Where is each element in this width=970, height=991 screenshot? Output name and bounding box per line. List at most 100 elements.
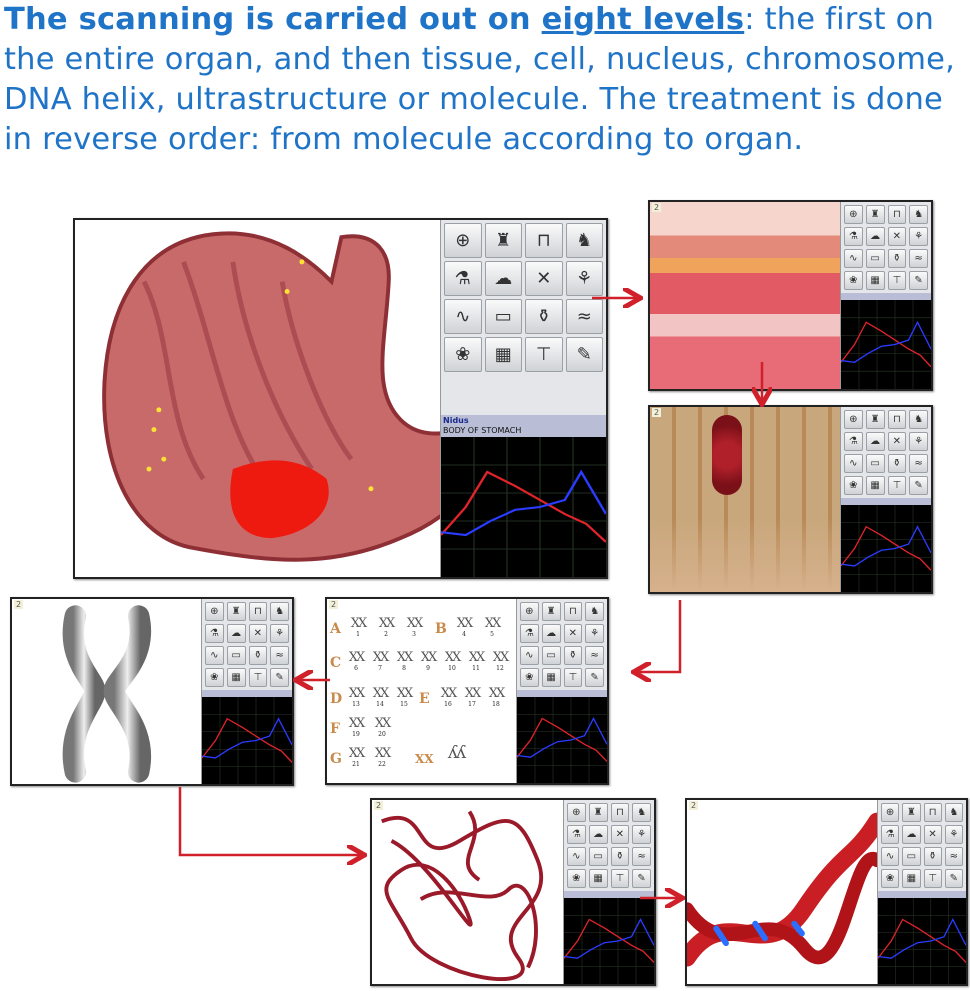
bottle-icon[interactable]: ⚱: [610, 847, 630, 866]
microscope-icon[interactable]: ⚗: [520, 624, 539, 643]
bottle-icon[interactable]: ⚱: [563, 646, 583, 665]
shirt-icon[interactable]: ♜: [902, 803, 921, 822]
pen-icon[interactable]: ✎: [632, 869, 651, 888]
pen-icon[interactable]: ✎: [565, 337, 603, 372]
cells-icon[interactable]: ⚘: [585, 624, 604, 643]
chart-icon[interactable]: ▦: [865, 271, 885, 290]
crosshair-icon[interactable]: ⊕: [205, 602, 224, 621]
magnet-icon[interactable]: ⊓: [887, 410, 907, 429]
bottle-icon[interactable]: ⚱: [887, 249, 907, 268]
tools-icon[interactable]: ⊤: [610, 869, 630, 888]
organ-icon[interactable]: ❀: [520, 668, 539, 687]
organ-icon[interactable]: ❀: [444, 337, 482, 372]
shirt-icon[interactable]: ♜: [865, 410, 885, 429]
wave-icon[interactable]: ≈: [632, 847, 651, 866]
tools-icon[interactable]: ⊤: [923, 869, 942, 888]
dna-icon[interactable]: ∿: [444, 299, 482, 334]
tray-icon[interactable]: ▭: [541, 646, 561, 665]
close-icon[interactable]: ✕: [887, 227, 907, 246]
crosshair-icon[interactable]: ⊕: [881, 803, 900, 822]
organ-icon[interactable]: ❀: [205, 668, 224, 687]
chart-icon[interactable]: ▦: [541, 668, 561, 687]
device-icon[interactable]: ♞: [585, 602, 604, 621]
cells-icon[interactable]: ⚘: [565, 261, 603, 296]
cells-icon[interactable]: ⚘: [909, 227, 928, 246]
pen-icon[interactable]: ✎: [944, 869, 963, 888]
device-icon[interactable]: ♞: [632, 803, 651, 822]
crosshair-icon[interactable]: ⊕: [844, 205, 863, 224]
magnet-icon[interactable]: ⊓: [923, 803, 942, 822]
pen-icon[interactable]: ✎: [270, 668, 289, 687]
tray-icon[interactable]: ▭: [865, 454, 885, 473]
close-icon[interactable]: ✕: [887, 432, 907, 451]
device-icon[interactable]: ♞: [909, 410, 928, 429]
device-icon[interactable]: ♞: [909, 205, 928, 224]
magnet-icon[interactable]: ⊓: [525, 223, 563, 258]
cells-icon[interactable]: ⚘: [944, 825, 963, 844]
scan-icon[interactable]: ☁: [226, 624, 246, 643]
bottle-icon[interactable]: ⚱: [525, 299, 563, 334]
crosshair-icon[interactable]: ⊕: [567, 803, 586, 822]
tray-icon[interactable]: ▭: [588, 847, 608, 866]
dna-icon[interactable]: ∿: [520, 646, 539, 665]
organ-icon[interactable]: ❀: [567, 869, 586, 888]
organ-icon[interactable]: ❀: [844, 271, 863, 290]
close-icon[interactable]: ✕: [563, 624, 583, 643]
microscope-icon[interactable]: ⚗: [844, 432, 863, 451]
dna-icon[interactable]: ∿: [844, 454, 863, 473]
scan-icon[interactable]: ☁: [865, 227, 885, 246]
cells-icon[interactable]: ⚘: [909, 432, 928, 451]
tray-icon[interactable]: ▭: [226, 646, 246, 665]
tools-icon[interactable]: ⊤: [248, 668, 268, 687]
magnet-icon[interactable]: ⊓: [563, 602, 583, 621]
dna-icon[interactable]: ∿: [205, 646, 224, 665]
device-icon[interactable]: ♞: [944, 803, 963, 822]
magnet-icon[interactable]: ⊓: [610, 803, 630, 822]
wave-icon[interactable]: ≈: [944, 847, 963, 866]
cells-icon[interactable]: ⚘: [632, 825, 651, 844]
tools-icon[interactable]: ⊤: [887, 271, 907, 290]
scan-icon[interactable]: ☁: [902, 825, 921, 844]
wave-icon[interactable]: ≈: [565, 299, 603, 334]
crosshair-icon[interactable]: ⊕: [444, 223, 482, 258]
microscope-icon[interactable]: ⚗: [881, 825, 900, 844]
wave-icon[interactable]: ≈: [909, 249, 928, 268]
tray-icon[interactable]: ▭: [484, 299, 522, 334]
close-icon[interactable]: ✕: [610, 825, 630, 844]
shirt-icon[interactable]: ♜: [865, 205, 885, 224]
shirt-icon[interactable]: ♜: [484, 223, 522, 258]
device-icon[interactable]: ♞: [565, 223, 603, 258]
dna-icon[interactable]: ∿: [567, 847, 586, 866]
shirt-icon[interactable]: ♜: [588, 803, 608, 822]
scan-icon[interactable]: ☁: [541, 624, 561, 643]
crosshair-icon[interactable]: ⊕: [520, 602, 539, 621]
dna-icon[interactable]: ∿: [844, 249, 863, 268]
bottle-icon[interactable]: ⚱: [248, 646, 268, 665]
pen-icon[interactable]: ✎: [585, 668, 604, 687]
wave-icon[interactable]: ≈: [270, 646, 289, 665]
magnet-icon[interactable]: ⊓: [248, 602, 268, 621]
chart-icon[interactable]: ▦: [484, 337, 522, 372]
chart-icon[interactable]: ▦: [588, 869, 608, 888]
organ-icon[interactable]: ❀: [881, 869, 900, 888]
cells-icon[interactable]: ⚘: [270, 624, 289, 643]
microscope-icon[interactable]: ⚗: [567, 825, 586, 844]
bottle-icon[interactable]: ⚱: [923, 847, 942, 866]
magnet-icon[interactable]: ⊓: [887, 205, 907, 224]
microscope-icon[interactable]: ⚗: [205, 624, 224, 643]
microscope-icon[interactable]: ⚗: [844, 227, 863, 246]
close-icon[interactable]: ✕: [248, 624, 268, 643]
scan-icon[interactable]: ☁: [588, 825, 608, 844]
scan-icon[interactable]: ☁: [865, 432, 885, 451]
crosshair-icon[interactable]: ⊕: [844, 410, 863, 429]
organ-icon[interactable]: ❀: [844, 476, 863, 495]
tray-icon[interactable]: ▭: [865, 249, 885, 268]
bottle-icon[interactable]: ⚱: [887, 454, 907, 473]
tray-icon[interactable]: ▭: [902, 847, 921, 866]
tools-icon[interactable]: ⊤: [563, 668, 583, 687]
chart-icon[interactable]: ▦: [902, 869, 921, 888]
close-icon[interactable]: ✕: [525, 261, 563, 296]
wave-icon[interactable]: ≈: [909, 454, 928, 473]
tools-icon[interactable]: ⊤: [887, 476, 907, 495]
pen-icon[interactable]: ✎: [909, 476, 928, 495]
